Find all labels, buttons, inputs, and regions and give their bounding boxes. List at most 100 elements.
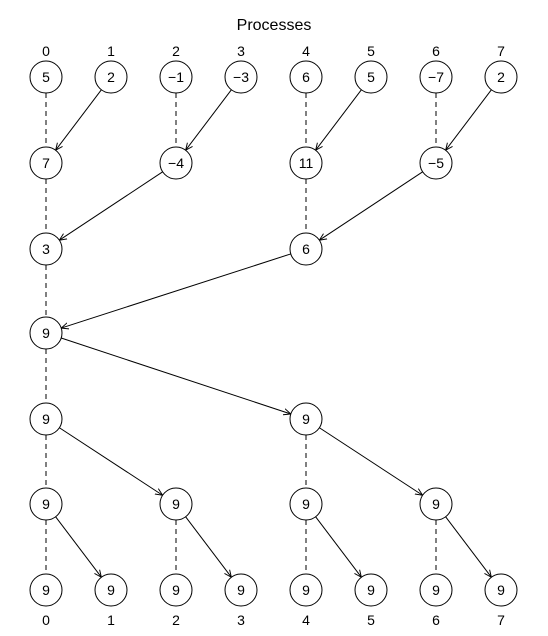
node-r1-p0: 7 — [29, 146, 63, 180]
process-label-bottom-5: 5 — [367, 612, 375, 628]
node-circle — [224, 573, 258, 607]
arrow-edge-12 — [315, 516, 362, 577]
node-circle — [289, 573, 323, 607]
process-label-top-6: 6 — [432, 43, 440, 59]
node-value: 3 — [42, 241, 50, 257]
node-r5-p4: 9 — [289, 487, 323, 521]
process-label-bottom-3: 3 — [237, 612, 245, 628]
node-r0-p2: −1 — [159, 60, 193, 94]
node-r0-p0: 5 — [29, 60, 63, 94]
arrow-edge-1 — [186, 89, 232, 150]
node-circle — [94, 60, 128, 94]
arrow-edge-7 — [61, 337, 291, 414]
node-value: 9 — [42, 496, 50, 512]
node-circle — [94, 573, 128, 607]
node-circle — [224, 60, 258, 94]
node-value: −3 — [233, 69, 249, 85]
process-label-bottom-2: 2 — [172, 612, 180, 628]
process-label-bottom-6: 6 — [432, 612, 440, 628]
node-r0-p5: 5 — [354, 60, 388, 94]
node-value: 9 — [302, 411, 310, 427]
node-r6-p7: 9 — [484, 573, 518, 607]
node-circle — [29, 402, 63, 436]
process-label-bottom-4: 4 — [302, 612, 310, 628]
node-value: 9 — [497, 582, 505, 598]
node-circle — [354, 60, 388, 94]
node-r5-p0: 9 — [29, 487, 63, 521]
node-value: −7 — [428, 69, 444, 85]
node-value: 9 — [42, 325, 50, 341]
node-circle — [289, 60, 323, 94]
node-value: 2 — [107, 69, 115, 85]
node-r5-p2: 9 — [159, 487, 193, 521]
node-r1-p4: 11 — [289, 146, 323, 180]
node-r0-p6: −7 — [419, 60, 453, 94]
node-value: 9 — [42, 411, 50, 427]
node-circle — [159, 487, 193, 521]
node-r2-p4: 6 — [289, 232, 323, 266]
node-r1-p2: −4 — [159, 146, 193, 180]
node-value: 6 — [302, 69, 310, 85]
arrow-edge-9 — [319, 427, 422, 495]
node-circle — [419, 487, 453, 521]
arrow-edge-0 — [56, 89, 102, 150]
node-value: 9 — [432, 496, 440, 512]
node-r0-p1: 2 — [94, 60, 128, 94]
node-value: −5 — [428, 155, 444, 171]
node-circle — [159, 146, 193, 180]
node-circle — [29, 573, 63, 607]
node-r6-p4: 9 — [289, 573, 323, 607]
node-r2-p0: 3 — [29, 232, 63, 266]
arrow-edge-3 — [446, 89, 492, 150]
arrow-edge-2 — [316, 89, 362, 150]
node-value: 9 — [432, 582, 440, 598]
node-r4-p0: 9 — [29, 402, 63, 436]
node-value: 9 — [237, 582, 245, 598]
node-circle — [29, 146, 63, 180]
node-r0-p7: 2 — [484, 60, 518, 94]
node-r4-p4: 9 — [289, 402, 323, 436]
node-r5-p6: 9 — [419, 487, 453, 521]
node-r6-p2: 9 — [159, 573, 193, 607]
process-label-top-5: 5 — [367, 43, 375, 59]
arrow-edge-5 — [319, 171, 423, 240]
node-value: 9 — [172, 582, 180, 598]
process-label-bottom-7: 7 — [497, 612, 505, 628]
arrow-edge-4 — [59, 171, 163, 240]
node-r6-p0: 9 — [29, 573, 63, 607]
node-circle — [289, 402, 323, 436]
node-r0-p4: 6 — [289, 60, 323, 94]
arrow-edge-8 — [59, 427, 162, 495]
node-value: 6 — [302, 241, 310, 257]
edges — [45, 89, 492, 577]
node-circle — [484, 60, 518, 94]
node-value: 5 — [42, 69, 50, 85]
node-circle — [289, 146, 323, 180]
node-r6-p5: 9 — [354, 573, 388, 607]
node-r3-p0: 9 — [29, 316, 63, 350]
node-circle — [289, 487, 323, 521]
node-value: 9 — [107, 582, 115, 598]
node-circle — [29, 60, 63, 94]
node-circle — [354, 573, 388, 607]
node-value: −4 — [168, 155, 184, 171]
process-label-top-7: 7 — [497, 43, 505, 59]
process-label-top-4: 4 — [302, 43, 310, 59]
node-r6-p3: 9 — [224, 573, 258, 607]
node-circle — [29, 487, 63, 521]
process-label-bottom-1: 1 — [107, 612, 115, 628]
node-circle — [419, 60, 453, 94]
node-value: 2 — [497, 69, 505, 85]
node-circle — [419, 573, 453, 607]
node-value: 11 — [299, 155, 314, 171]
node-value: −1 — [168, 69, 184, 85]
node-r0-p3: −3 — [224, 60, 258, 94]
process-label-top-0: 0 — [42, 43, 50, 59]
node-circle — [159, 60, 193, 94]
node-r6-p6: 9 — [419, 573, 453, 607]
process-label-bottom-0: 0 — [42, 612, 50, 628]
node-value: 5 — [367, 69, 375, 85]
